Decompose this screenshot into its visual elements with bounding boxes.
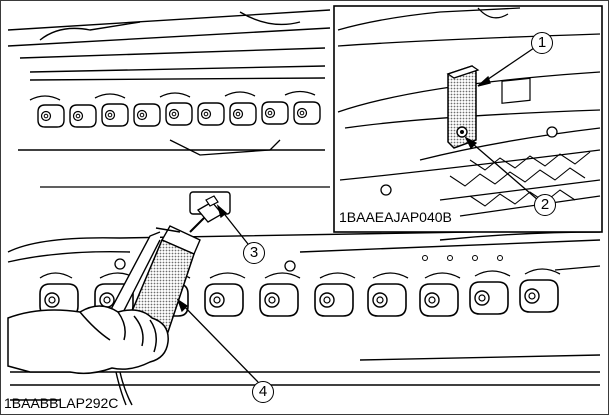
lower-track-drawing: [7, 223, 601, 401]
callout-3: 3: [243, 242, 265, 264]
inset-figure-code: 1BAAEAJAP040B: [339, 209, 452, 225]
upper-track-drawing: [7, 9, 331, 151]
leader-lines: [176, 47, 539, 383]
hand: [7, 305, 169, 375]
callout-4: 4: [252, 381, 274, 403]
upper-chain: [37, 101, 321, 128]
grease-gun: [98, 195, 223, 335]
inset-detail: [333, 5, 603, 233]
main-figure-code: 1BAABBLAP292C: [4, 395, 119, 411]
callout-2: 2: [534, 194, 556, 216]
callout-1: 1: [531, 32, 553, 54]
